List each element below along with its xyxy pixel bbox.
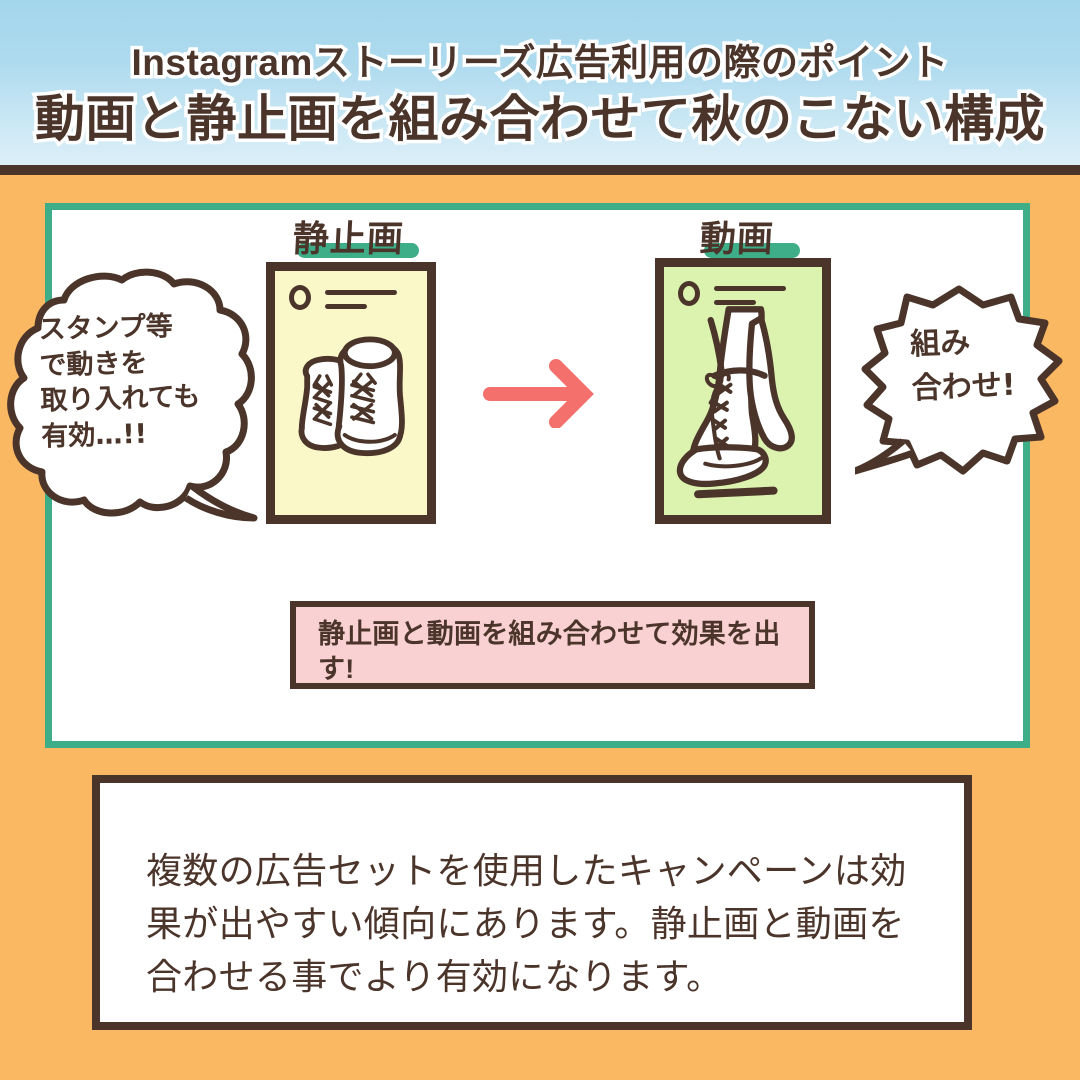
label-video: 動画 (698, 210, 800, 262)
marker-highlight-static (297, 243, 419, 258)
username-bar-icon (325, 290, 397, 295)
right-bubble: 組み 合わせ! (855, 283, 1070, 488)
header-title: 動画と静止画を組み合わせて秋のこない構成 (32, 88, 1049, 151)
pink-callout: 静止画と動画を組み合わせて効果を出す! (290, 601, 815, 689)
pink-callout-text: 静止画と動画を組み合わせて効果を出す! (318, 619, 781, 685)
marker-highlight-video (704, 243, 800, 258)
avatar-circle-icon (678, 281, 700, 306)
left-bubble-text: スタンプ等 で動きを 取り入れても 有効…!! (38, 310, 201, 453)
username-bar-icon (714, 286, 786, 291)
timestamp-bar-icon (325, 304, 367, 309)
header-divider-rule (0, 165, 1080, 175)
header-banner: Instagramストーリーズ広告利用の際のポイント 動画と静止画を組み合わせて… (0, 0, 1080, 165)
timestamp-bar-icon (714, 300, 756, 305)
left-bubble: スタンプ等 で動きを 取り入れても 有効…!! (6, 268, 264, 558)
footer-description-box: 複数の広告セットを使用したキャンペーンは効果が出やすい傾向にあります。静止画と動… (92, 775, 972, 1030)
right-bubble-text: 組み 合わせ! (909, 325, 1017, 406)
static-story-card (266, 262, 436, 524)
avatar-circle-icon (289, 285, 311, 310)
label-static-image-text: 静止画 (291, 219, 405, 260)
label-video-text: 動画 (698, 219, 775, 260)
walking-legs-illustration-icon (676, 306, 795, 499)
video-story-card (655, 258, 831, 524)
boots-illustration-icon (298, 336, 405, 457)
spiky-bubble-shape-icon (855, 285, 1063, 475)
header-subtitle: Instagramストーリーズ広告利用の際のポイント (128, 39, 951, 87)
cloud-bubble-shape-icon (7, 268, 258, 522)
flow-arrow-icon (483, 359, 594, 428)
label-static-image: 静止画 (291, 210, 419, 262)
footer-description-text: 複数の広告セットを使用したキャンペーンは効果が出やすい傾向にあります。静止画と動… (146, 850, 907, 997)
